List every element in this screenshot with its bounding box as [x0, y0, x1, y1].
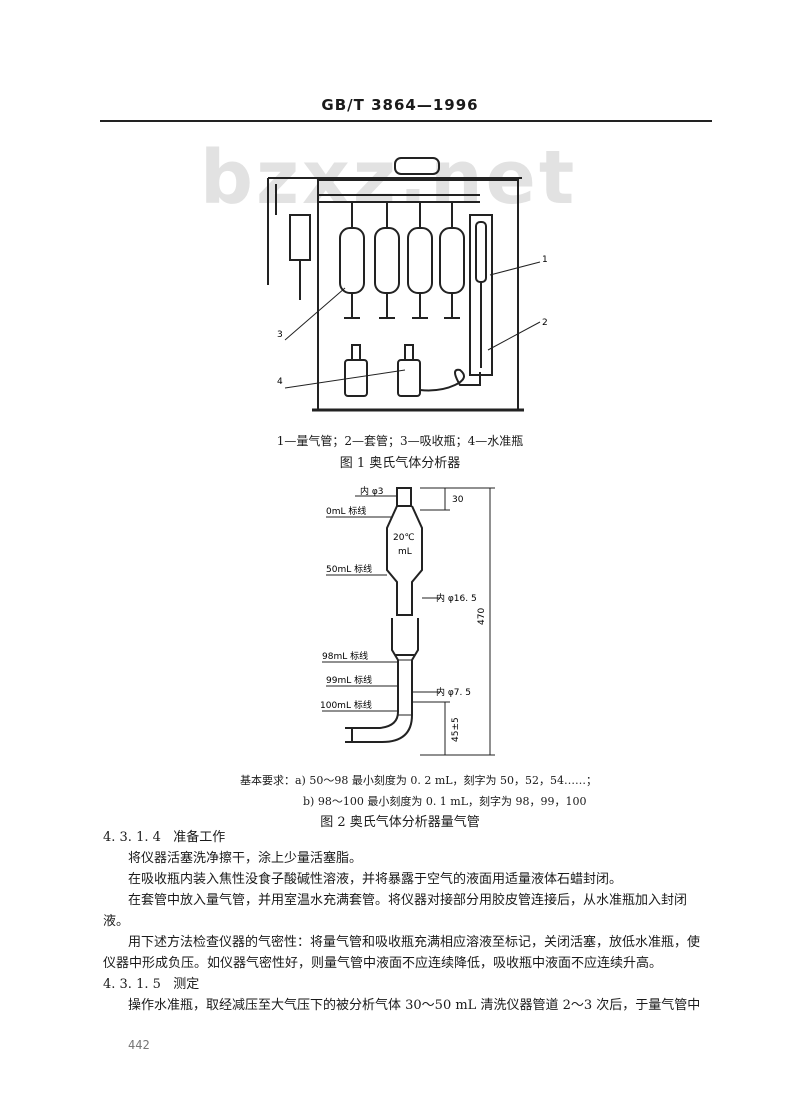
document-header: GB/T 3864—1996 — [321, 96, 479, 114]
figure2-drawing: 内 φ3 30 0mL 标线 20℃ mL 50mL 标线 内 φ16. 5 4… — [320, 485, 495, 756]
section-4314-heading: 4. 3. 1. 4 准备工作 — [103, 828, 225, 848]
dim-30: 30 — [452, 495, 464, 505]
figure2-caption: 图 2 奥氏气体分析器量气管 — [320, 815, 480, 830]
callout-1: 1 — [542, 255, 548, 265]
page-number: 442 — [128, 1038, 150, 1052]
label-temp: 20℃ — [393, 533, 415, 543]
figure1-drawing: 1 2 3 4 — [267, 157, 548, 412]
paragraph: 在套管中放入量气管，并用室温水充满套管。将仪器对接部分用胶皮管连接后，从水准瓶加… — [128, 893, 688, 908]
callout-3: 3 — [277, 330, 283, 340]
label-inner165: 内 φ16. 5 — [436, 592, 477, 604]
paragraph: 在吸收瓶内装入焦性没食子酸碱性溶液，并将暴露于空气的液面用适量液体石蜡封闭。 — [128, 872, 623, 887]
paragraph: 仪器中形成负压。如仪器气密性好，则量气管中液面不应连续降低，吸收瓶中液面不应连续… — [103, 956, 663, 971]
requirement-a: 基本要求：a) 50～98 最小刻度为 0. 2 mL，刻字为 50，52，54… — [240, 774, 598, 787]
section-title: 准备工作 — [173, 830, 226, 845]
section-number: 4. 3. 1. 4 — [103, 830, 161, 845]
section-title: 测定 — [173, 977, 200, 992]
label-inner3: 内 φ3 — [360, 485, 384, 497]
label-unit: mL — [398, 547, 412, 557]
paragraph: 将仪器活塞洗净擦干，涂上少量活塞脂。 — [128, 851, 363, 866]
label-50ml: 50mL 标线 — [326, 563, 372, 575]
paragraph: 操作水准瓶，取经减压至大气压下的被分析气体 30～50 mL 清洗仪器管道 2～… — [128, 998, 701, 1013]
callout-2: 2 — [542, 318, 548, 328]
label-inner75: 内 φ7. 5 — [436, 686, 471, 698]
header-rule — [100, 120, 712, 122]
label-98ml: 98mL 标线 — [322, 650, 368, 662]
callout-4: 4 — [277, 377, 283, 387]
label-99ml: 99mL 标线 — [326, 674, 372, 686]
label-0ml: 0mL 标线 — [326, 505, 366, 517]
figure1-legend: 1—量气管；2—套管；3—吸收瓶；4—水准瓶 — [276, 434, 524, 448]
requirement-b: b) 98～100 最小刻度为 0. 1 mL，刻字为 98，99，100 — [303, 795, 587, 808]
figure1-caption: 图 1 奥氏气体分析器 — [339, 456, 461, 471]
section-number: 4. 3. 1. 5 — [103, 977, 161, 992]
dim-45: 45±5 — [451, 717, 461, 742]
dim-470: 470 — [477, 608, 487, 625]
paragraph: 用下述方法检查仪器的气密性：将量气管和吸收瓶充满相应溶液至标记，关闭活塞，放低水… — [128, 935, 701, 950]
label-100ml: 100mL 标线 — [320, 699, 372, 711]
paragraph: 液。 — [103, 914, 130, 929]
section-4315-heading: 4. 3. 1. 5 测定 — [103, 975, 199, 995]
